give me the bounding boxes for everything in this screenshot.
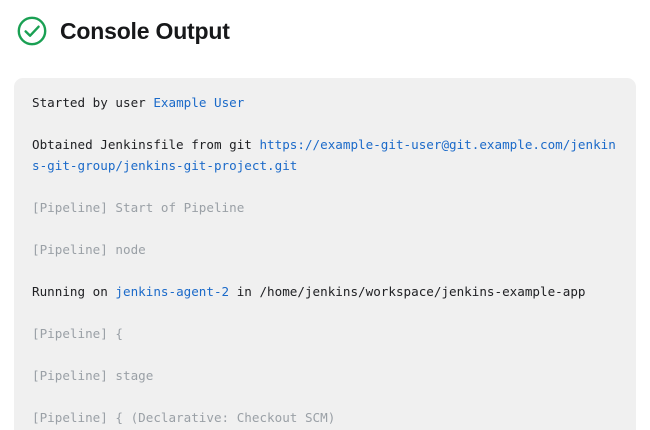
console-log-line: [Pipeline] { (Declarative: Checkout SCM) — [32, 407, 618, 428]
page-header: Console Output — [0, 0, 650, 48]
console-log-text-segment: Obtained Jenkinsfile from git — [32, 137, 260, 152]
console-log-line: Obtained Jenkinsfile from git https://ex… — [32, 134, 618, 176]
console-log-text-segment: in /home/jenkins/workspace/jenkins-examp… — [229, 284, 586, 299]
console-log-text-segment: [Pipeline] { (Declarative: Checkout SCM) — [32, 410, 336, 425]
console-log-text-segment: [Pipeline] stage — [32, 368, 154, 383]
console-log-text-segment: [Pipeline] { — [32, 326, 123, 341]
console-log-line: [Pipeline] { — [32, 323, 618, 344]
page-title: Console Output — [60, 17, 230, 44]
console-log-line: Running on jenkins-agent-2 in /home/jenk… — [32, 281, 618, 302]
console-log-line: Started by user Example User — [32, 92, 618, 113]
console-log-line: [Pipeline] Start of Pipeline — [32, 197, 618, 218]
console-log-link[interactable]: jenkins-agent-2 — [115, 284, 230, 299]
console-log-text-segment: [Pipeline] Start of Pipeline — [32, 200, 245, 215]
console-log-text-segment: Started by user — [32, 95, 154, 110]
console-log-text-segment: Running on — [32, 284, 116, 299]
console-log-line: [Pipeline] node — [32, 239, 618, 260]
console-log-link[interactable]: Example User — [153, 95, 245, 110]
console-log-text[interactable]: Started by user Example User Obtained Je… — [32, 92, 618, 430]
console-output-panel[interactable]: Started by user Example User Obtained Je… — [14, 78, 636, 430]
console-log-link[interactable]: https://example-git-user@git.example.com… — [32, 137, 616, 173]
console-log-text-segment: [Pipeline] node — [32, 242, 146, 257]
console-log-line: [Pipeline] stage — [32, 365, 618, 386]
check-circle-icon — [16, 15, 48, 47]
